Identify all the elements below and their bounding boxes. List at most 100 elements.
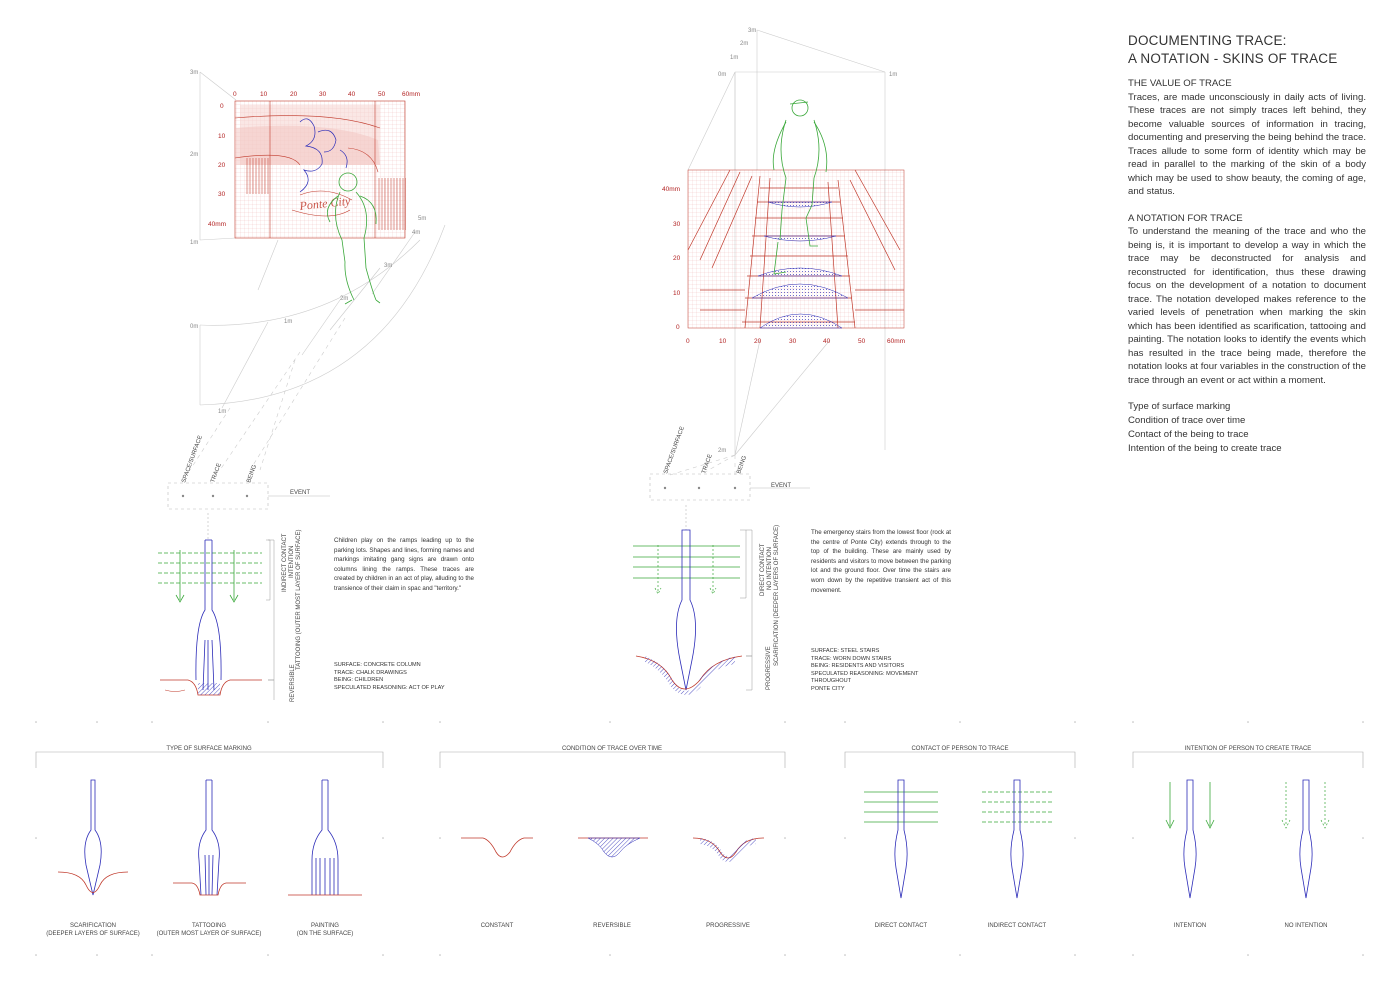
legend-constant [461,837,533,858]
svg-text:1m: 1m [889,72,897,78]
svg-text:NO INTENTION: NO INTENTION [1285,923,1328,929]
svg-text:3m: 3m [190,70,198,76]
variable-item: Condition of trace over time [1128,415,1246,426]
svg-text:40: 40 [823,338,831,345]
meta-line: SPECULATED REASONING: ACT OF PLAY [334,684,445,691]
svg-text:30: 30 [218,191,226,198]
meta-line: SURFACE: CONCRETE COLUMN [334,662,421,668]
svg-text:SCARIFICATION: SCARIFICATION [70,923,116,929]
right-case-meta: SURFACE: STEEL STAIRS TRACE: WORN DOWN S… [811,648,951,694]
svg-text:3m: 3m [384,263,392,269]
svg-text:1m: 1m [730,55,738,61]
svg-text:(OUTER MOST LAYER OF SURFACE): (OUTER MOST LAYER OF SURFACE) [157,931,262,937]
right-projection-lines [669,454,736,476]
svg-text:40mm: 40mm [208,221,226,228]
label-indirect-contact: INDIRECT CONTACT [282,533,288,592]
legend-dot-grid [35,721,1364,956]
svg-text:1m: 1m [284,319,292,325]
left-notation: SPACE/SURFACE TRACE BEING EVENT INDIRECT… [158,435,330,702]
meta-line: PONTE CITY [811,685,845,692]
panel-title-line-1: DOCUMENTING TRACE: [1128,33,1287,48]
right-measure-grid [687,169,905,329]
left-distance-marks: 3m 2m 1m 0m 5m 4m 3m 2m 1m 1m [190,70,426,415]
left-case-meta: SURFACE: CONCRETE COLUMN TRACE: CHALK DR… [334,662,474,692]
notation-heading: A NOTATION FOR TRACE [1128,212,1243,224]
legend-progressive [692,837,765,862]
legend-title-contact: CONTACT OF PERSON TO TRACE [911,746,1008,752]
variable-item: Contact of the being to trace [1128,429,1249,440]
label-scarification: SCARIFICATION (DEEPER LAYERS OF SURFACE) [774,525,780,666]
svg-text:(ON THE SURFACE): (ON THE SURFACE) [297,931,354,937]
legend-intention [1165,779,1215,899]
text-panel: DOCUMENTING TRACE: A NOTATION - SKINS OF… [1128,32,1366,456]
label-direct-contact: DIRECT CONTACT [760,543,766,596]
axis-label-trace-right: TRACE [701,454,714,475]
svg-text:0: 0 [220,103,224,110]
meta-line: TRACE: WORN DOWN STAIRS [811,655,892,662]
meta-line: SURFACE: STEEL STAIRS [811,648,880,654]
meta-line: TRACE: CHALK DRAWINGS [334,669,407,676]
svg-text:0: 0 [233,91,237,98]
label-reversible: REVERSIBLE [290,664,296,702]
left-grid-x-ticks: 0 10 20 30 40 50 60mm [233,91,420,98]
legend-reversible [578,837,648,858]
right-case-description: The emergency stairs from the lowest flo… [811,529,951,594]
svg-text:50: 50 [378,91,386,98]
legend-direct-contact [864,779,938,899]
legend-painting [288,779,362,896]
legend: TYPE OF SURFACE MARKING CONDITION OF TRA… [35,721,1364,956]
walker-figure [772,99,828,275]
svg-text:10: 10 [218,133,226,140]
svg-text:30: 30 [673,221,681,228]
left-case-drawing: Ponte City 0 10 20 30 40 50 60mm 0 10 20… [189,70,446,471]
svg-text:10: 10 [260,91,268,98]
right-grid-y-ticks: 40mm 30 20 10 0 [662,186,681,331]
value-body: Traces, are made unconsciously in daily … [1128,91,1366,198]
svg-text:5m: 5m [418,216,426,222]
left-case-description: Children play on the ramps leading up to… [334,537,474,592]
event-label: EVENT [290,490,310,496]
panel-title-line-2: A NOTATION - SKINS OF TRACE [1128,51,1338,66]
svg-text:DIRECT CONTACT: DIRECT CONTACT [875,923,928,929]
svg-text:0m: 0m [190,324,198,330]
axis-label-being-right: BEING [736,455,748,475]
label-tattooing: TATTOOING (OUTER MOST LAYER OF SURFACE) [296,530,302,670]
label-no-intention: NO INTENTION [767,547,773,590]
label-progressive: PROGRESSIVE [766,646,772,690]
child-figure [326,172,381,305]
svg-text:4m: 4m [412,230,420,236]
svg-text:TATTOOING: TATTOOING [192,923,226,929]
svg-text:PAINTING: PAINTING [311,923,339,929]
svg-text:40: 40 [348,91,356,98]
blue-chalk-scribble [299,118,348,193]
svg-text:REVERSIBLE: REVERSIBLE [593,923,631,929]
legend-no-intention [1281,779,1330,899]
svg-text:20: 20 [218,162,226,169]
svg-text:0: 0 [676,324,680,331]
meta-line: BEING: RESIDENTS AND VISITORS [811,663,905,670]
svg-text:PROGRESSIVE: PROGRESSIVE [706,923,750,929]
label-intention: INTENTION [289,546,295,578]
value-heading: THE VALUE OF TRACE [1128,78,1232,89]
right-grid-x-ticks: 0 10 20 30 40 50 60mm [686,338,905,345]
svg-text:20: 20 [754,338,762,345]
svg-text:0m: 0m [718,72,726,78]
svg-text:0: 0 [686,338,690,345]
svg-text:2m: 2m [718,448,726,454]
axis-label-being: BEING [246,464,258,484]
svg-text:2m: 2m [190,152,198,158]
svg-text:40mm: 40mm [662,186,680,193]
svg-text:2m: 2m [340,296,348,302]
svg-text:(DEEPER LAYERS OF SURFACE): (DEEPER LAYERS OF SURFACE) [46,931,140,937]
left-perspective-guides [199,71,446,409]
svg-text:10: 10 [673,290,681,297]
svg-text:60mm: 60mm [402,91,420,98]
meta-line: BEING: CHILDREN [334,677,384,684]
svg-text:30: 30 [319,91,327,98]
legend-scarification [57,779,129,896]
svg-text:20: 20 [290,91,298,98]
svg-text:60mm: 60mm [887,338,905,345]
legend-title-intention: INTENTION OF PERSON TO CREATE TRACE [1185,746,1312,752]
legend-tattooing [173,779,246,896]
